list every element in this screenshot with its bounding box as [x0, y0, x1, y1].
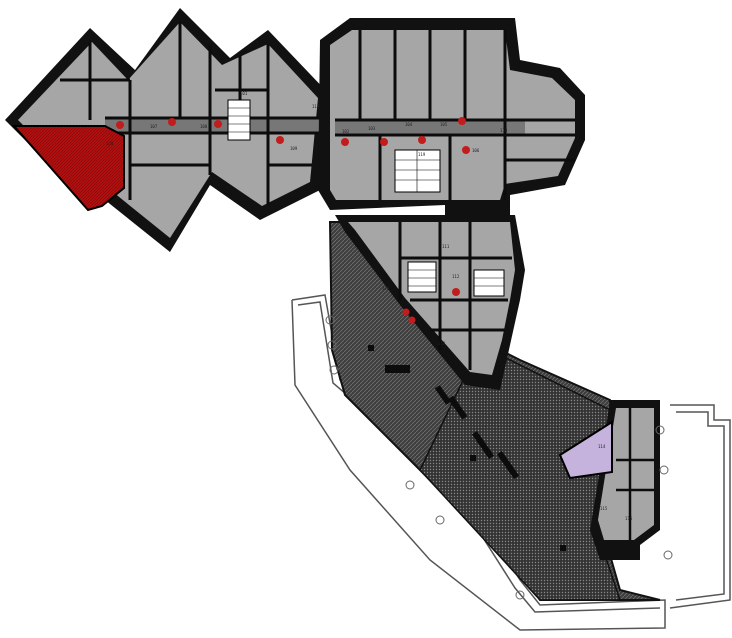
room-label: 108 [200, 124, 208, 129]
highlighted-room-southeast[interactable] [558, 420, 613, 480]
room-label: 120 [106, 141, 114, 146]
room-label: 114 [598, 444, 606, 449]
room-label: 119 [418, 152, 426, 157]
room-label: 110 [382, 286, 390, 291]
room-label: 115 [600, 506, 608, 511]
room-label: 101 [240, 91, 248, 96]
central-block [318, 18, 585, 215]
room-label: 103 [368, 126, 376, 131]
room-label: 109 [290, 146, 298, 151]
room-label: 107 [150, 124, 158, 129]
room-label: 104 [405, 122, 413, 127]
room-label: 113 [438, 341, 446, 346]
room-label: 111 [442, 244, 450, 249]
room-label: 116 [625, 516, 633, 521]
room-labels: 101 102 103 104 105 106 107 108 109 110 … [106, 91, 633, 521]
room-label: 112 [452, 274, 460, 279]
terrace-furniture [368, 345, 566, 551]
door-markers [116, 117, 470, 324]
room-label: 118 [500, 128, 508, 133]
connector-block [335, 215, 525, 390]
room-label: 117 [312, 104, 320, 109]
room-label: 106 [472, 148, 480, 153]
planters [325, 315, 673, 600]
room-label: 102 [342, 129, 350, 134]
room-label: 105 [440, 122, 448, 127]
highlighted-apartment-west[interactable] [11, 125, 125, 212]
